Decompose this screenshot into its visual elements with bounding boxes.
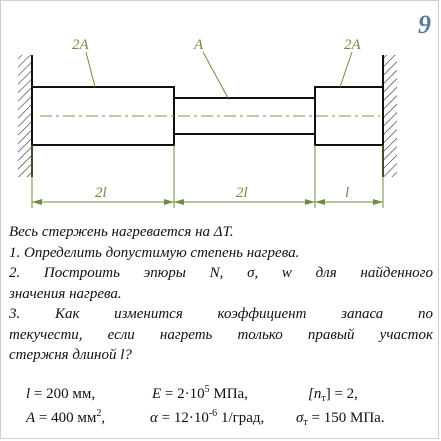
dim-arrow [315, 199, 325, 205]
task-2-line-1: 2. Построить эпюры N, σ, w для найденног… [9, 265, 433, 281]
params-row-1: l = 200 мм, E = 2·105 МПа, [nт] = 2, [0, 382, 441, 406]
param-n: [nт] = 2, [308, 386, 358, 404]
params-row-2: A = 400 мм2, α = 12·10-6 1/град, σт = 15… [0, 406, 441, 430]
task-3-line-1: 3. Как изменится коэффициент запаса по [9, 306, 433, 322]
problem-number: 9 [418, 10, 431, 39]
task-3-line-3: стержня длиной l? [9, 347, 132, 363]
leader-middle [202, 51, 229, 99]
area-label-middle: A [193, 37, 204, 53]
left-wall-hatch [18, 55, 32, 177]
param-alpha: α = 12·10-6 1/град, [150, 408, 265, 427]
problem-statement: Весь стержень нагревается на ΔT. 1. Опре… [9, 222, 433, 366]
statement-intro: Весь стержень нагревается на ΔT. [9, 224, 234, 240]
dim-arrow [373, 199, 383, 205]
dim-arrow [32, 199, 42, 205]
area-label-left: 2A [72, 37, 90, 53]
param-A: A = 400 мм2, [26, 408, 106, 427]
length-label-right: l [345, 185, 349, 201]
length-label-left: 2l [95, 185, 107, 201]
dim-arrow [164, 199, 174, 205]
param-E: E = 2·105 МПа, [152, 384, 248, 403]
leader-right [339, 51, 353, 88]
right-wall-hatch [383, 55, 397, 177]
param-sigma: σт = 150 МПа. [296, 410, 385, 428]
length-label-middle: 2l [236, 185, 248, 201]
param-l: l = 200 мм, [26, 386, 96, 402]
task-3-line-2: текучести, если нагреть только правый уч… [9, 326, 433, 343]
task-2-line-2: значения нагрева. [9, 285, 122, 302]
leader-left [85, 51, 96, 88]
task-1: 1. Определить допустимую степень нагрева… [9, 244, 300, 261]
given-parameters: l = 200 мм, E = 2·105 МПа, [nт] = 2, A =… [0, 382, 441, 430]
bar-diagram: 2A A 2A 2l 2l l [18, 37, 397, 208]
area-label-right: 2A [344, 37, 362, 53]
dim-arrow [174, 199, 184, 205]
dim-arrow [305, 199, 315, 205]
